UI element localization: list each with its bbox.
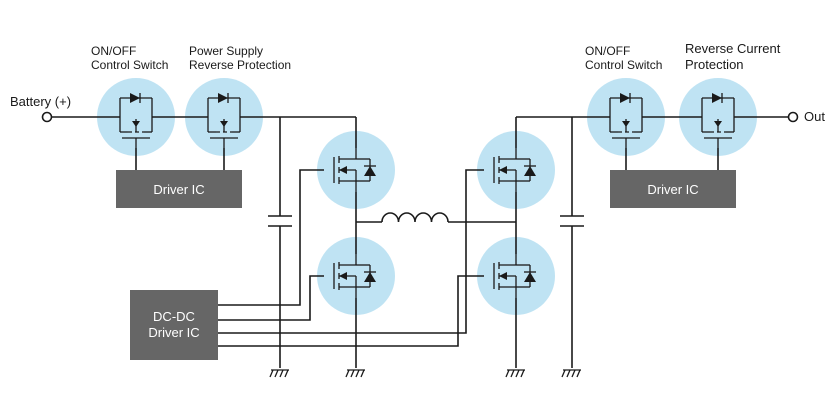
driver-ic-right: Driver IC — [610, 170, 736, 208]
power-supply-title: Power Supply — [189, 44, 263, 58]
battery-label: Battery (+) — [10, 94, 71, 109]
dcdc-driver-ic: DC-DC Driver IC — [130, 290, 218, 360]
onoff-left-highlight — [97, 78, 175, 156]
onoff-left-title: ON/OFF — [91, 44, 136, 58]
onoff-right-subtitle: Control Switch — [585, 58, 662, 72]
out-terminal — [787, 111, 799, 123]
svg-text:DC-DC: DC-DC — [153, 309, 195, 324]
reverse-current-highlight — [679, 78, 757, 156]
ground-symbol-2 — [345, 369, 366, 378]
capacitor-left — [268, 215, 292, 227]
reverse-current-subtitle: Protection — [685, 57, 744, 72]
capacitor-right — [560, 215, 584, 227]
onoff-right-title: ON/OFF — [585, 44, 630, 58]
ground-symbol-4 — [561, 369, 582, 378]
ground-symbol-1 — [269, 369, 290, 378]
svg-text:Driver IC: Driver IC — [148, 325, 199, 340]
driver-ic-left: Driver IC — [116, 170, 242, 208]
ground-symbol-3 — [505, 369, 526, 378]
svg-text:Driver IC: Driver IC — [647, 182, 698, 197]
reverse-current-title: Reverse Current — [685, 41, 781, 56]
wires — [52, 116, 788, 368]
power-supply-subtitle: Reverse Protection — [189, 58, 291, 72]
svg-text:Driver IC: Driver IC — [153, 182, 204, 197]
onoff-left-subtitle: Control Switch — [91, 58, 168, 72]
power-supply-highlight — [185, 78, 263, 156]
battery-terminal — [41, 111, 53, 123]
out-label: Out — [804, 109, 825, 124]
inductor — [381, 212, 449, 223]
onoff-right-highlight — [587, 78, 665, 156]
